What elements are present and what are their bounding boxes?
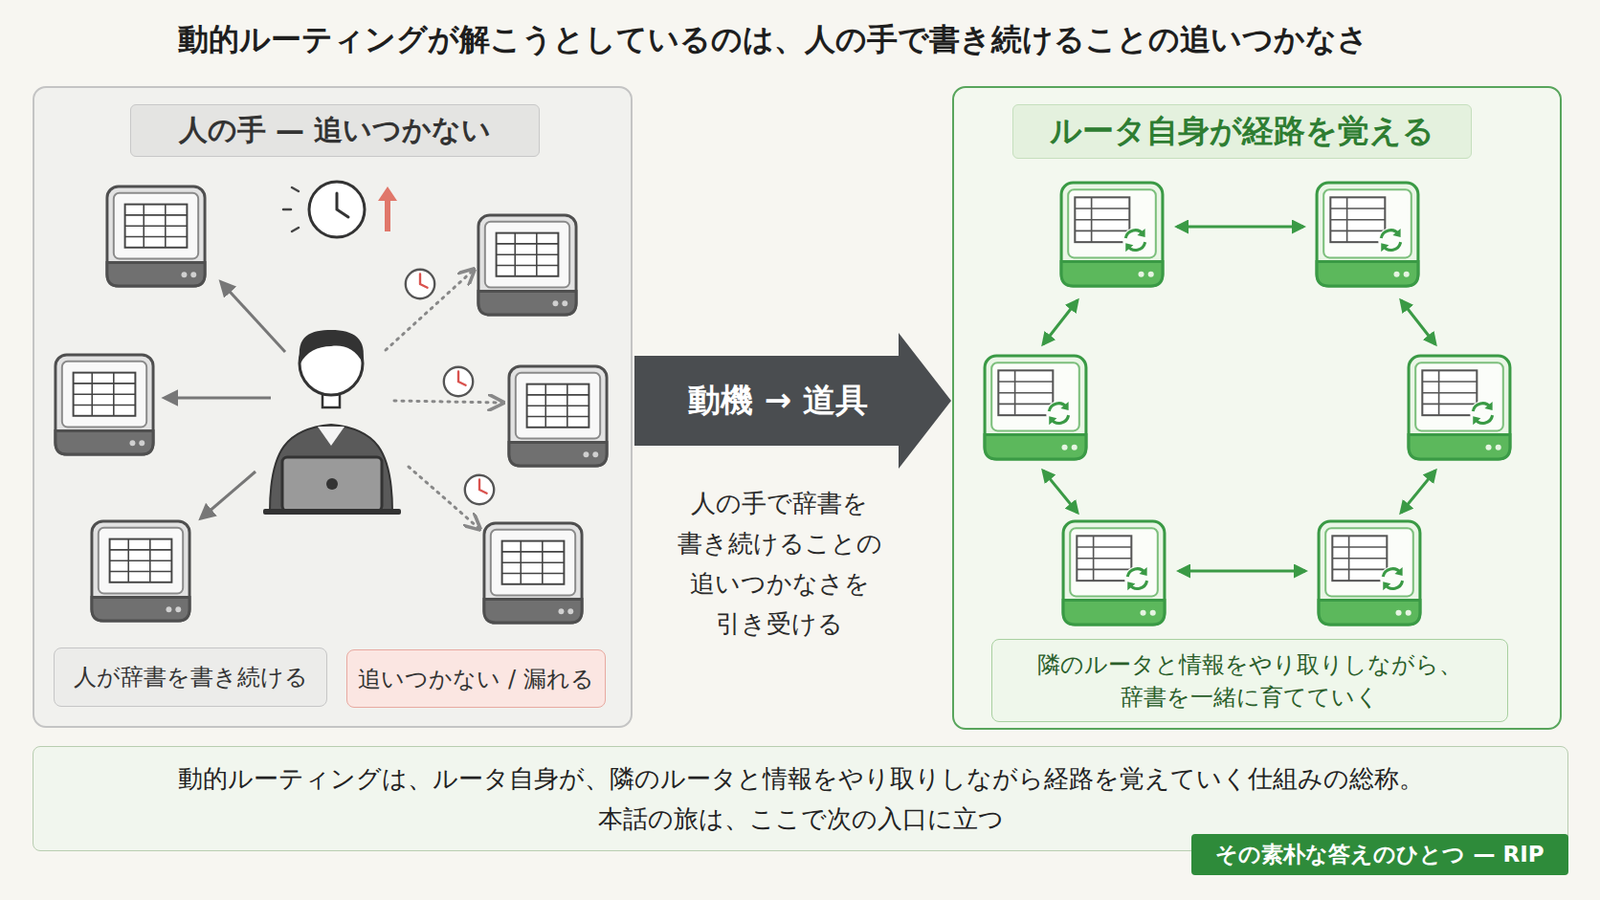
clock-icon [405,269,435,299]
status-box: 人が辞書を書き続ける [53,647,328,708]
laptop [282,457,382,512]
arrow-body [634,333,952,469]
node-text: 本話の旅は、ここで次の入口に立つ [598,799,1004,840]
router-icon [484,523,582,623]
motion-ticks [283,187,299,232]
node-text: 動的ルーティングは、ルータ自身が、隣のルータと情報をやり取りしながら経路を覚えて… [177,758,1424,800]
clock-hands [336,193,349,218]
node-text: 追いつかない / 漏れる [357,664,594,695]
router-icon [1408,355,1511,460]
arrow [221,282,286,353]
router-icon [509,366,607,467]
person-icon [263,330,401,515]
double-arrow [1043,470,1078,513]
title: 動的ルーティングが解こうとしているのは、人の手で書き続けることの追いつかなさ [0,19,1547,62]
person-collar [317,426,345,446]
node-text: その素朴な答えのひとつ — RIP [1215,840,1544,870]
router-icon [1061,182,1163,287]
dotted-arrow [394,400,502,403]
dotted-arrow [408,466,479,529]
problem-box: 追いつかない / 漏れる [346,649,606,709]
transition-arrow: 動機 → 道具 [634,333,952,469]
person-head [299,332,363,396]
clock-icon [444,367,473,397]
router-icon [1063,521,1165,625]
person-hair [299,330,364,364]
person-body [269,424,393,512]
arrow-note: 人の手で辞書を 書き続けることの 追いつかなさを 引き受ける [666,483,892,645]
arrow [200,471,256,519]
time-pressure-icon [283,181,398,238]
router-icon [107,186,205,287]
tag-label: その素朴な答えのひとつ — RIP [1191,834,1569,876]
router-icon [1318,521,1421,625]
router-icon [1316,182,1419,287]
delayed-arrows [385,270,502,529]
exchange-arrows [1043,226,1436,572]
right-panel: ルータ自身が経路を覚える隣のルータと情報をやり取りしながら、 辞書を一緒に育てて… [952,86,1562,731]
router-icon [55,355,154,455]
panel-heading: ルータ自身が経路を覚える [1012,104,1472,159]
description-box: 隣のルータと情報をやり取りしながら、 辞書を一緒に育てていく [991,639,1509,723]
node-text: 人が辞書を書き続ける [73,662,309,693]
arrow [164,397,271,400]
clock-face [309,181,365,238]
clock-icon [465,475,494,505]
panel-heading: 人の手 — 追いつかない [130,104,540,157]
person-neck [322,388,340,408]
double-arrow [1178,570,1306,574]
dotted-arrow [385,270,473,351]
rise-arrow-head [377,186,398,201]
double-arrow [1400,470,1436,513]
arrow-text: 動機 → 道具 [634,333,922,469]
node-text: 隣のルータと情報をやり取りしながら、 辞書を一緒に育てていく [1011,648,1489,714]
manual-arrows [164,282,286,519]
router-icon [91,521,190,622]
laptop-logo [326,478,338,490]
double-arrow [1177,225,1304,229]
rise-arrow [384,199,391,232]
double-arrow [1400,300,1436,345]
router-icon [984,355,1087,460]
double-arrow [1043,300,1078,345]
laptop-base [263,509,401,515]
left-panel: 人の手 — 追いつかない人が辞書を書き続ける 追いつかない / 漏れる [32,86,633,729]
router-icon [478,215,577,315]
